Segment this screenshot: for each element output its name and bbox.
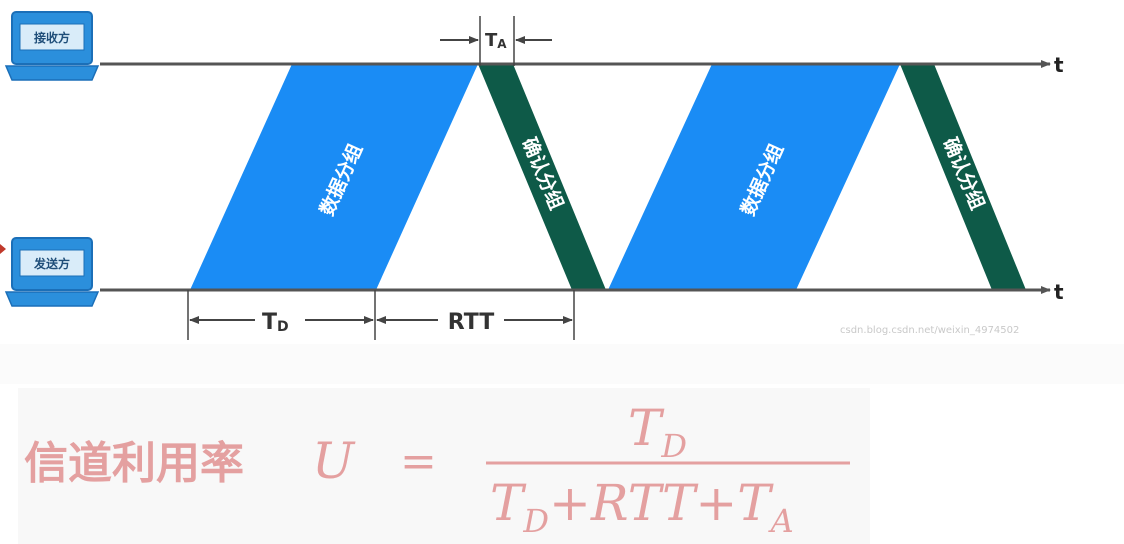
receiver-label: 接收方 (34, 30, 70, 45)
receiver-time-axis-label: t (1054, 53, 1064, 77)
data-packet-band-2 (608, 64, 900, 290)
sender-time-axis-label: t (1054, 280, 1064, 304)
td-rtt-dimension: TD RTT (187, 290, 575, 340)
formula-denominator: TD+RTT+TA (490, 474, 794, 540)
sender-computer-icon: 发送方 (4, 237, 100, 307)
sender-label: 发送方 (33, 256, 70, 271)
ack-packet-band-1 (478, 64, 606, 290)
formula-equals: = (400, 436, 437, 487)
watermark: csdn.blog.csdn.net/weixin_4974502 (840, 325, 1019, 336)
td-label: TD (262, 310, 289, 335)
formula-label: 信道利用率 (24, 438, 244, 489)
utilization-formula: 信道利用率 U = TD TD+RTT+TA (18, 388, 870, 544)
red-marker-icon (0, 244, 6, 254)
ta-dimension: TA (440, 16, 552, 66)
formula-variable: U (312, 432, 356, 490)
formula-numerator: TD (628, 399, 687, 465)
ack-packet-band-2 (900, 64, 1026, 290)
section-divider (0, 344, 1124, 384)
ta-label: TA (485, 30, 507, 51)
receiver-computer-icon: 接收方 (4, 11, 100, 81)
rtt-label: RTT (448, 310, 494, 335)
data-packet-band-1 (190, 64, 478, 290)
